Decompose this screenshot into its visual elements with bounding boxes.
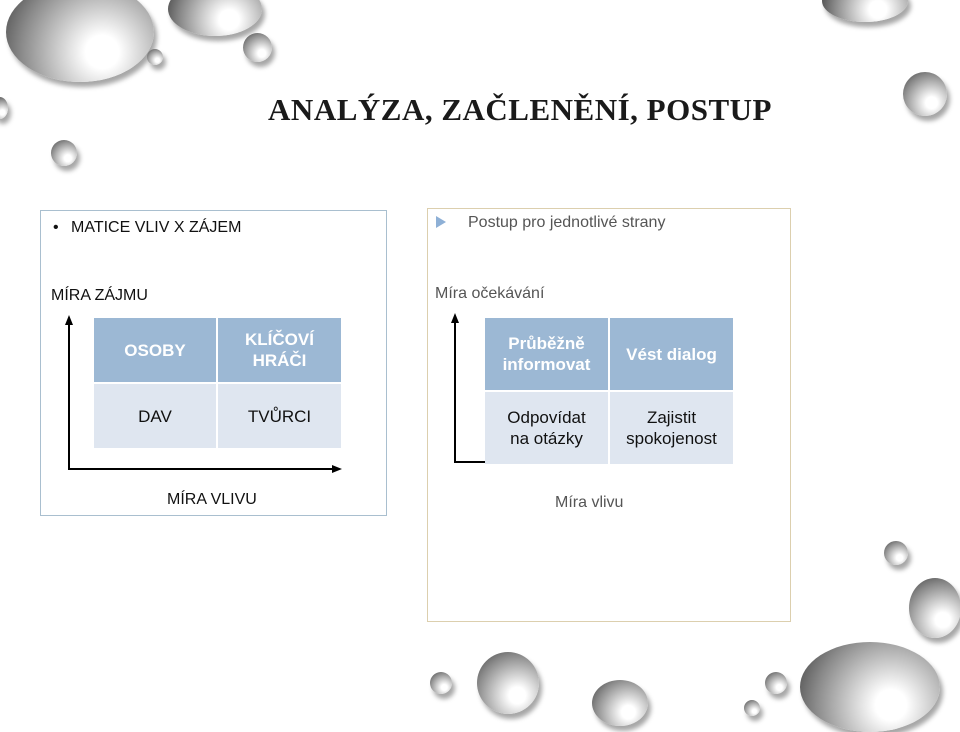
influence-interest-matrix-panel: • MATICE VLIV X ZÁJEM MÍRA ZÁJMU OSOBY KL… xyxy=(40,210,387,516)
y-axis-arrow-icon xyxy=(451,313,459,323)
matrix-cell-key-players: KLÍČOVÍ HRÁČI xyxy=(218,318,341,382)
droplet-icon xyxy=(477,652,539,714)
interest-axis-label: MÍRA ZÁJMU xyxy=(51,287,148,304)
droplet-icon xyxy=(51,140,77,166)
expectation-axis-label: Míra očekávání xyxy=(435,285,545,302)
matrix-cell-creators: TVŮRCI xyxy=(218,384,341,448)
droplet-icon xyxy=(822,0,908,22)
droplet-icon xyxy=(6,0,154,82)
matrix-bullet-text: MATICE VLIV X ZÁJEM xyxy=(71,219,242,236)
approach-cell-ensure-satisfaction: Zajistit spokojenost xyxy=(610,392,733,464)
droplet-icon xyxy=(884,541,908,565)
matrix-axes xyxy=(65,315,342,473)
influence-axis-label-right: Míra vlivu xyxy=(555,494,624,511)
approach-cell-lead-dialogue: Vést dialog xyxy=(610,318,733,390)
droplet-icon xyxy=(765,672,787,694)
droplet-icon xyxy=(243,33,272,62)
droplet-icon xyxy=(147,49,163,65)
droplet-icon xyxy=(0,97,8,119)
approach-bullet: Postup pro jednotlivé strany xyxy=(436,214,665,232)
influence-axis-label: MÍRA VLIVU xyxy=(167,491,257,508)
approach-axes xyxy=(451,313,485,463)
matrix-cell-crowd: DAV xyxy=(94,384,216,448)
triangle-bullet-icon xyxy=(436,216,446,228)
slide-title: ANALÝZA, ZAČLENĚNÍ, POSTUP xyxy=(268,92,772,127)
droplet-icon xyxy=(744,700,760,716)
droplet-icon xyxy=(800,642,940,732)
approach-cell-answer-questions: Odpovídat na otázky xyxy=(485,392,608,464)
approach-matrix-panel: Postup pro jednotlivé strany Míra očekáv… xyxy=(427,208,791,622)
matrix-cell-persons: OSOBY xyxy=(94,318,216,382)
droplet-icon xyxy=(909,578,960,638)
droplet-icon xyxy=(430,672,452,694)
droplet-icon xyxy=(168,0,262,36)
approach-cell-keep-informed: Průběžně informovat xyxy=(485,318,608,390)
approach-bullet-text: Postup pro jednotlivé strany xyxy=(468,214,666,231)
droplet-icon xyxy=(903,72,947,116)
y-axis-arrow-icon xyxy=(65,315,73,325)
matrix-bullet: • MATICE VLIV X ZÁJEM xyxy=(53,219,241,237)
x-axis-arrow-icon xyxy=(332,465,342,473)
droplet-icon xyxy=(592,680,648,726)
bullet-icon: • xyxy=(53,219,59,236)
